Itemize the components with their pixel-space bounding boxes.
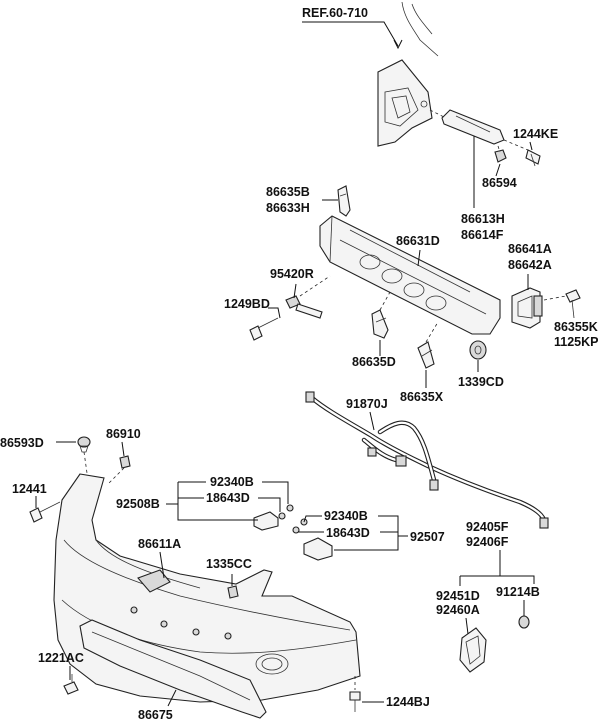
bracket-86635B <box>337 185 351 217</box>
label-1221AC: 1221AC <box>38 651 84 665</box>
clip-86594 <box>494 149 507 163</box>
bolt-1249BD <box>249 317 279 341</box>
label-86631D: 86631D <box>396 234 440 248</box>
label-18643D-b: 18643D <box>326 526 370 540</box>
label-1249BD: 1249BD <box>224 297 270 311</box>
sensor-92508B <box>253 504 294 531</box>
impact-absorber <box>319 215 501 335</box>
label-86613H: 86613H <box>461 212 505 226</box>
label-92508B: 92508B <box>116 497 160 511</box>
sensor-95420R <box>285 295 323 319</box>
label-92451D: 92451D <box>436 589 480 603</box>
wiring-harness <box>305 391 549 529</box>
label-92507: 92507 <box>410 530 445 544</box>
sensor-92507 <box>292 518 333 561</box>
socket-91214B <box>518 615 530 629</box>
bracket-86635X <box>417 341 435 369</box>
label-86355K: 86355K <box>554 320 598 334</box>
bracket-86641A <box>511 287 543 329</box>
lower-guard-86675 <box>79 619 267 719</box>
label-91214B: 91214B <box>496 585 540 599</box>
upper-bracket <box>441 109 505 145</box>
label-92406F: 92406F <box>466 535 509 549</box>
ref-leader <box>302 21 399 47</box>
label-1244KE: 1244KE <box>513 127 558 141</box>
label-1339CD: 1339CD <box>458 375 504 389</box>
label-91870J: 91870J <box>346 397 388 411</box>
label-86594: 86594 <box>482 176 517 190</box>
label-86614F: 86614F <box>461 228 504 242</box>
label-86611A: 86611A <box>138 537 181 551</box>
clip-86593D <box>77 436 91 453</box>
ref-arrow <box>393 39 403 50</box>
bolt-1244KE <box>525 149 541 167</box>
label-1335CC: 1335CC <box>206 557 252 571</box>
body-panel <box>377 1 439 147</box>
label-86635D: 86635D <box>352 355 396 369</box>
label-86641A: 86641A <box>508 242 552 256</box>
screw-1221AC <box>63 674 79 695</box>
label-86635X: 86635X <box>400 390 444 404</box>
label-86642A: 86642A <box>508 258 552 272</box>
label-92340B-b: 92340B <box>324 509 368 523</box>
label-86635B: 86635B <box>266 185 310 199</box>
label-1244BJ: 1244BJ <box>386 695 430 709</box>
label-86675: 86675 <box>138 708 173 722</box>
label-86633H: 86633H <box>266 201 310 215</box>
label-1125KP: 1125KP <box>554 335 598 349</box>
screw-1244BJ <box>349 691 361 712</box>
label-86593D: 86593D <box>0 436 44 450</box>
label-92405F: 92405F <box>466 520 509 534</box>
clip-86910 <box>119 455 131 469</box>
bracket-86635D <box>371 309 389 339</box>
clip-1339CD <box>469 340 487 360</box>
bolt-86355K <box>565 289 581 319</box>
ref-label: REF.60-710 <box>302 6 368 20</box>
screw-12441 <box>29 501 61 523</box>
reflector-lamp <box>459 627 487 673</box>
label-92340B-a: 92340B <box>210 475 254 489</box>
label-92460A: 92460A <box>436 603 480 617</box>
label-12441: 12441 <box>12 482 47 496</box>
label-95420R: 95420R <box>270 267 314 281</box>
clip-1335CC <box>227 585 239 599</box>
label-86910: 86910 <box>106 427 141 441</box>
label-18643D-a: 18643D <box>206 491 250 505</box>
